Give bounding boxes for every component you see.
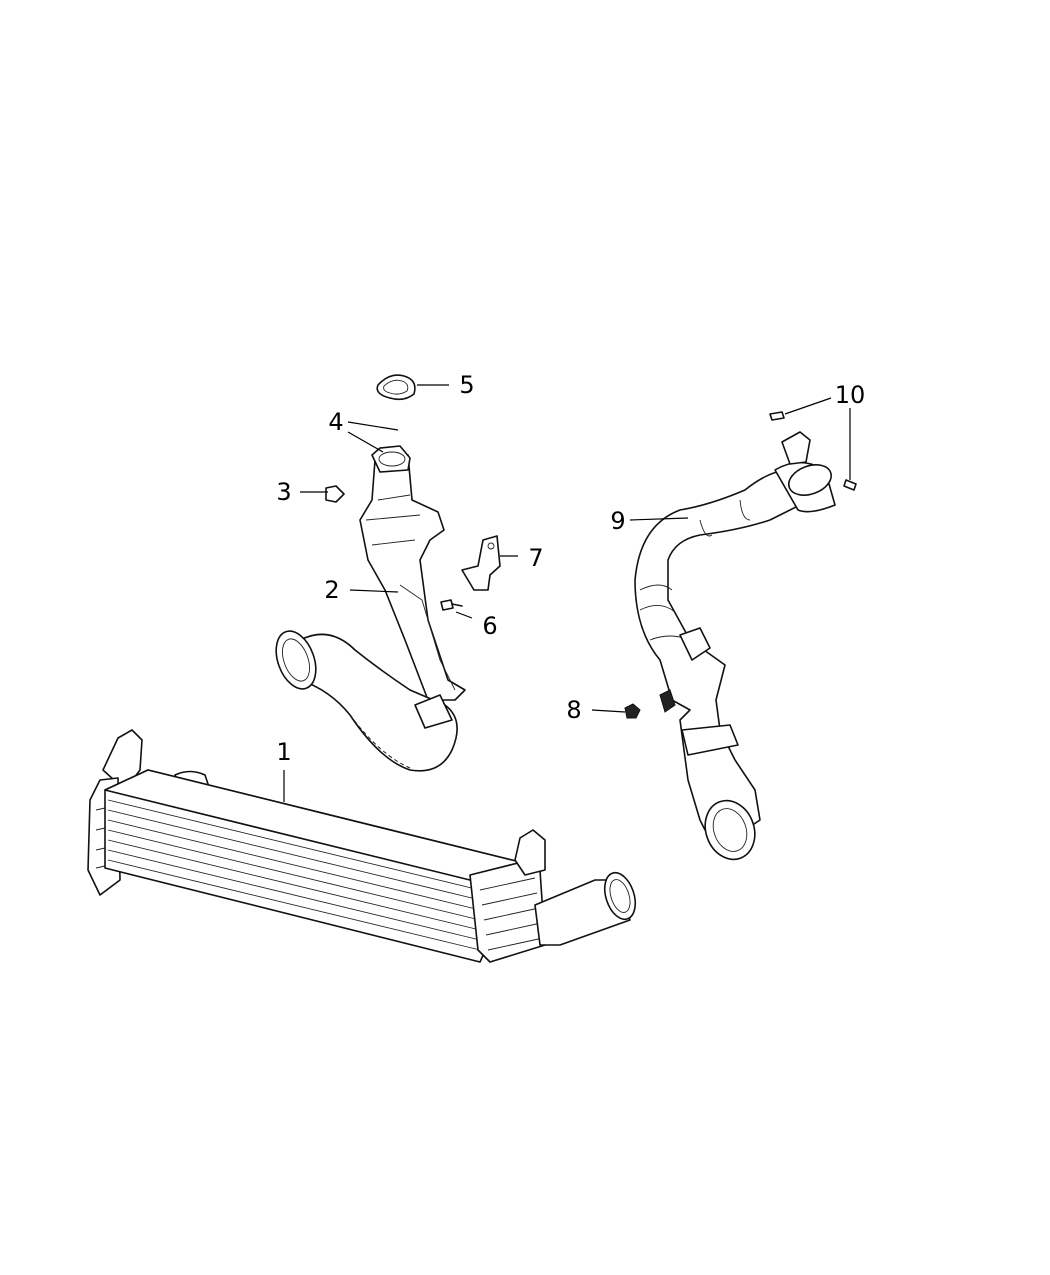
fastener-3	[325, 485, 345, 503]
leader-2	[349, 589, 399, 593]
leader-4a	[347, 431, 384, 453]
bolts-10	[769, 411, 857, 491]
callout-1: 1	[276, 738, 291, 766]
nut-8	[624, 703, 641, 719]
intercooler	[87, 729, 637, 963]
leader-9	[629, 517, 689, 521]
callout-6: 6	[482, 612, 497, 640]
leader-8	[591, 709, 626, 713]
callout-7: 7	[528, 544, 543, 572]
callout-8: 8	[566, 696, 581, 724]
bracket-7	[461, 535, 501, 591]
callout-10: 10	[835, 381, 866, 409]
callout-9: 9	[610, 507, 625, 535]
bolt-6	[440, 599, 463, 611]
charge-air-duct	[275, 454, 466, 772]
leader-6	[455, 611, 473, 619]
gasket	[376, 374, 416, 401]
leader-10a	[784, 397, 832, 415]
leader-4b	[347, 421, 399, 431]
callout-4: 4	[328, 408, 343, 436]
duct-inlet	[371, 445, 411, 473]
callout-5: 5	[459, 371, 474, 399]
callout-2: 2	[324, 576, 339, 604]
callout-3: 3	[276, 478, 291, 506]
charge-air-hose	[634, 431, 836, 861]
